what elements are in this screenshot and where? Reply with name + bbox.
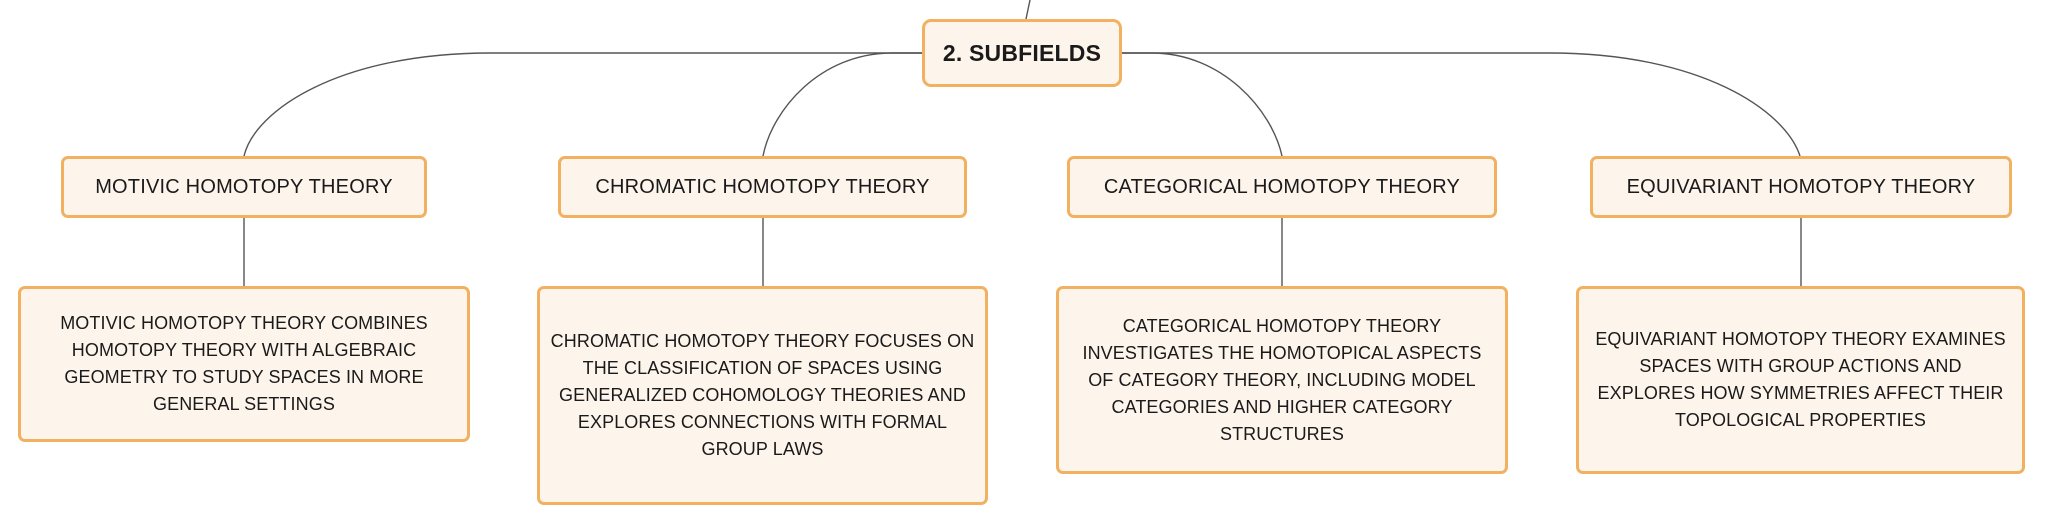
- subfield-title: CHROMATIC HOMOTOPY THEORY: [595, 175, 930, 198]
- description-text: EQUIVARIANT HOMOTOPY THEORY EXAMINES SPA…: [1595, 329, 2006, 430]
- description-node-chromatic[interactable]: CHROMATIC HOMOTOPY THEORY FOCUSES ON THE…: [537, 286, 988, 505]
- subfield-node-equivariant[interactable]: EQUIVARIANT HOMOTOPY THEORY: [1590, 156, 2012, 218]
- connector-root-to-sub-3: [1122, 52, 1801, 157]
- root-node-subfields[interactable]: 2. SUBFIELDS: [922, 19, 1122, 87]
- description-text: CATEGORICAL HOMOTOPY THEORY INVESTIGATES…: [1082, 315, 1482, 444]
- connector-root-to-sub-2: [1122, 52, 1283, 157]
- description-text: MOTIVIC HOMOTOPY THEORY COMBINES HOMOTOP…: [60, 313, 428, 414]
- connector-root-to-sub-1: [762, 52, 922, 157]
- connector-parent-to-root: [1025, 0, 1031, 20]
- description-node-equivariant[interactable]: EQUIVARIANT HOMOTOPY THEORY EXAMINES SPA…: [1576, 286, 2025, 474]
- root-node-label: 2. SUBFIELDS: [942, 39, 1102, 66]
- description-node-motivic[interactable]: MOTIVIC HOMOTOPY THEORY COMBINES HOMOTOP…: [18, 286, 470, 442]
- subfield-title: MOTIVIC HOMOTOPY THEORY: [95, 175, 393, 198]
- connector-root-to-sub-0: [243, 52, 922, 157]
- subfield-node-chromatic[interactable]: CHROMATIC HOMOTOPY THEORY: [558, 156, 967, 218]
- subfield-title: CATEGORICAL HOMOTOPY THEORY: [1103, 175, 1461, 198]
- description-node-categorical[interactable]: CATEGORICAL HOMOTOPY THEORY INVESTIGATES…: [1056, 286, 1508, 474]
- subfield-title: EQUIVARIANT HOMOTOPY THEORY: [1626, 175, 1976, 198]
- description-text: CHROMATIC HOMOTOPY THEORY FOCUSES ON THE…: [550, 331, 975, 459]
- subfield-node-categorical[interactable]: CATEGORICAL HOMOTOPY THEORY: [1067, 156, 1497, 218]
- subfield-node-motivic[interactable]: MOTIVIC HOMOTOPY THEORY: [61, 156, 427, 218]
